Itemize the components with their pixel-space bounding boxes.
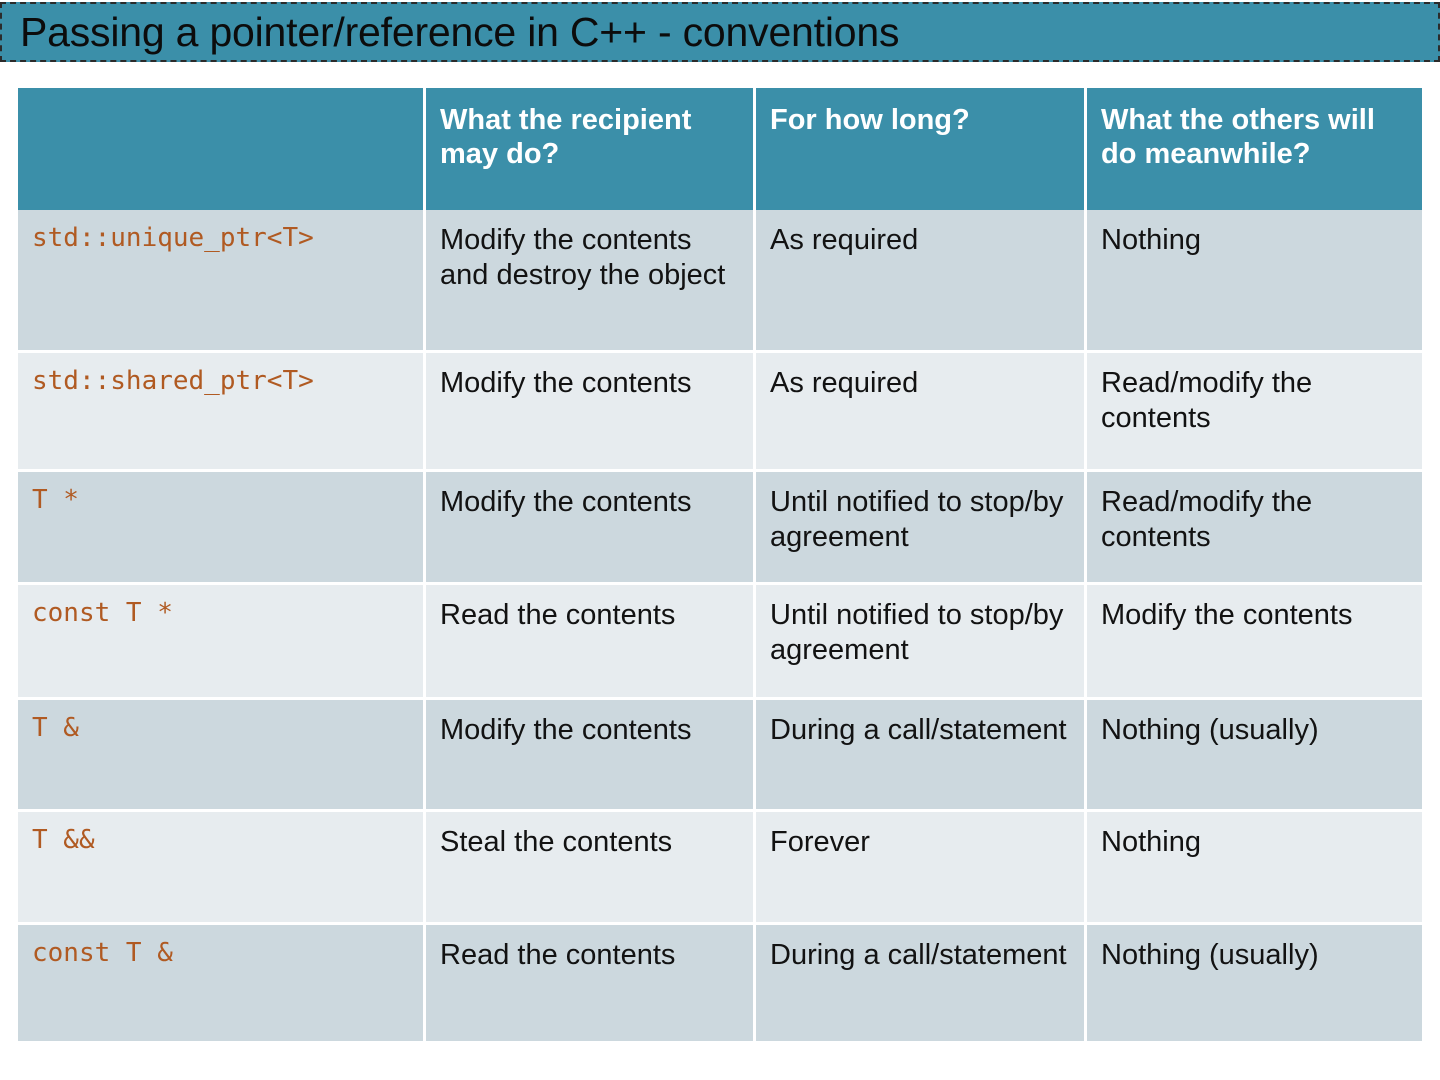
cell-may-do: Modify the contents and destroy the obje…	[426, 210, 756, 353]
cell-type: const T &	[18, 925, 426, 1041]
cell-may-do: Modify the contents	[426, 472, 756, 585]
cell-may-do: Modify the contents	[426, 353, 756, 472]
table-header: What the recipient may do? For how long?…	[18, 88, 1422, 210]
table-row: T * Modify the contents Until notified t…	[18, 472, 1422, 585]
page-title: Passing a pointer/reference in C++ - con…	[20, 8, 900, 55]
cell-others: Nothing	[1087, 812, 1422, 925]
table-row: std::unique_ptr<T> Modify the contents a…	[18, 210, 1422, 353]
table-row: T && Steal the contents Forever Nothing	[18, 812, 1422, 925]
conventions-table-container: What the recipient may do? For how long?…	[18, 88, 1422, 1041]
table-row: const T * Read the contents Until notifi…	[18, 585, 1422, 700]
cell-type: T *	[18, 472, 426, 585]
cell-type: std::unique_ptr<T>	[18, 210, 426, 353]
cell-type: T &&	[18, 812, 426, 925]
cell-others: Nothing (usually)	[1087, 700, 1422, 812]
table-header-row: What the recipient may do? For how long?…	[18, 88, 1422, 210]
table-row: const T & Read the contents During a cal…	[18, 925, 1422, 1041]
column-header-others: What the others will do meanwhile?	[1087, 88, 1422, 210]
cell-may-do: Read the contents	[426, 925, 756, 1041]
table-row: std::shared_ptr<T> Modify the contents A…	[18, 353, 1422, 472]
cell-how-long: During a call/statement	[756, 700, 1087, 812]
cell-how-long: Until notified to stop/by agreement	[756, 585, 1087, 700]
slide-title-placeholder[interactable]: Passing a pointer/reference in C++ - con…	[0, 2, 1440, 62]
cell-type: T &	[18, 700, 426, 812]
cell-how-long: As required	[756, 353, 1087, 472]
column-header-may-do: What the recipient may do?	[426, 88, 756, 210]
cell-how-long: As required	[756, 210, 1087, 353]
cell-may-do: Read the contents	[426, 585, 756, 700]
cell-how-long: Until notified to stop/by agreement	[756, 472, 1087, 585]
cell-type: std::shared_ptr<T>	[18, 353, 426, 472]
table-body: std::unique_ptr<T> Modify the contents a…	[18, 210, 1422, 1041]
column-header-type	[18, 88, 426, 210]
column-header-how-long: For how long?	[756, 88, 1087, 210]
cell-may-do: Steal the contents	[426, 812, 756, 925]
cell-others: Read/modify the contents	[1087, 472, 1422, 585]
cell-how-long: During a call/statement	[756, 925, 1087, 1041]
cell-others: Nothing (usually)	[1087, 925, 1422, 1041]
conventions-table: What the recipient may do? For how long?…	[18, 88, 1422, 1041]
cell-how-long: Forever	[756, 812, 1087, 925]
cell-others: Nothing	[1087, 210, 1422, 353]
cell-others: Modify the contents	[1087, 585, 1422, 700]
cell-may-do: Modify the contents	[426, 700, 756, 812]
cell-type: const T *	[18, 585, 426, 700]
table-row: T & Modify the contents During a call/st…	[18, 700, 1422, 812]
cell-others: Read/modify the contents	[1087, 353, 1422, 472]
